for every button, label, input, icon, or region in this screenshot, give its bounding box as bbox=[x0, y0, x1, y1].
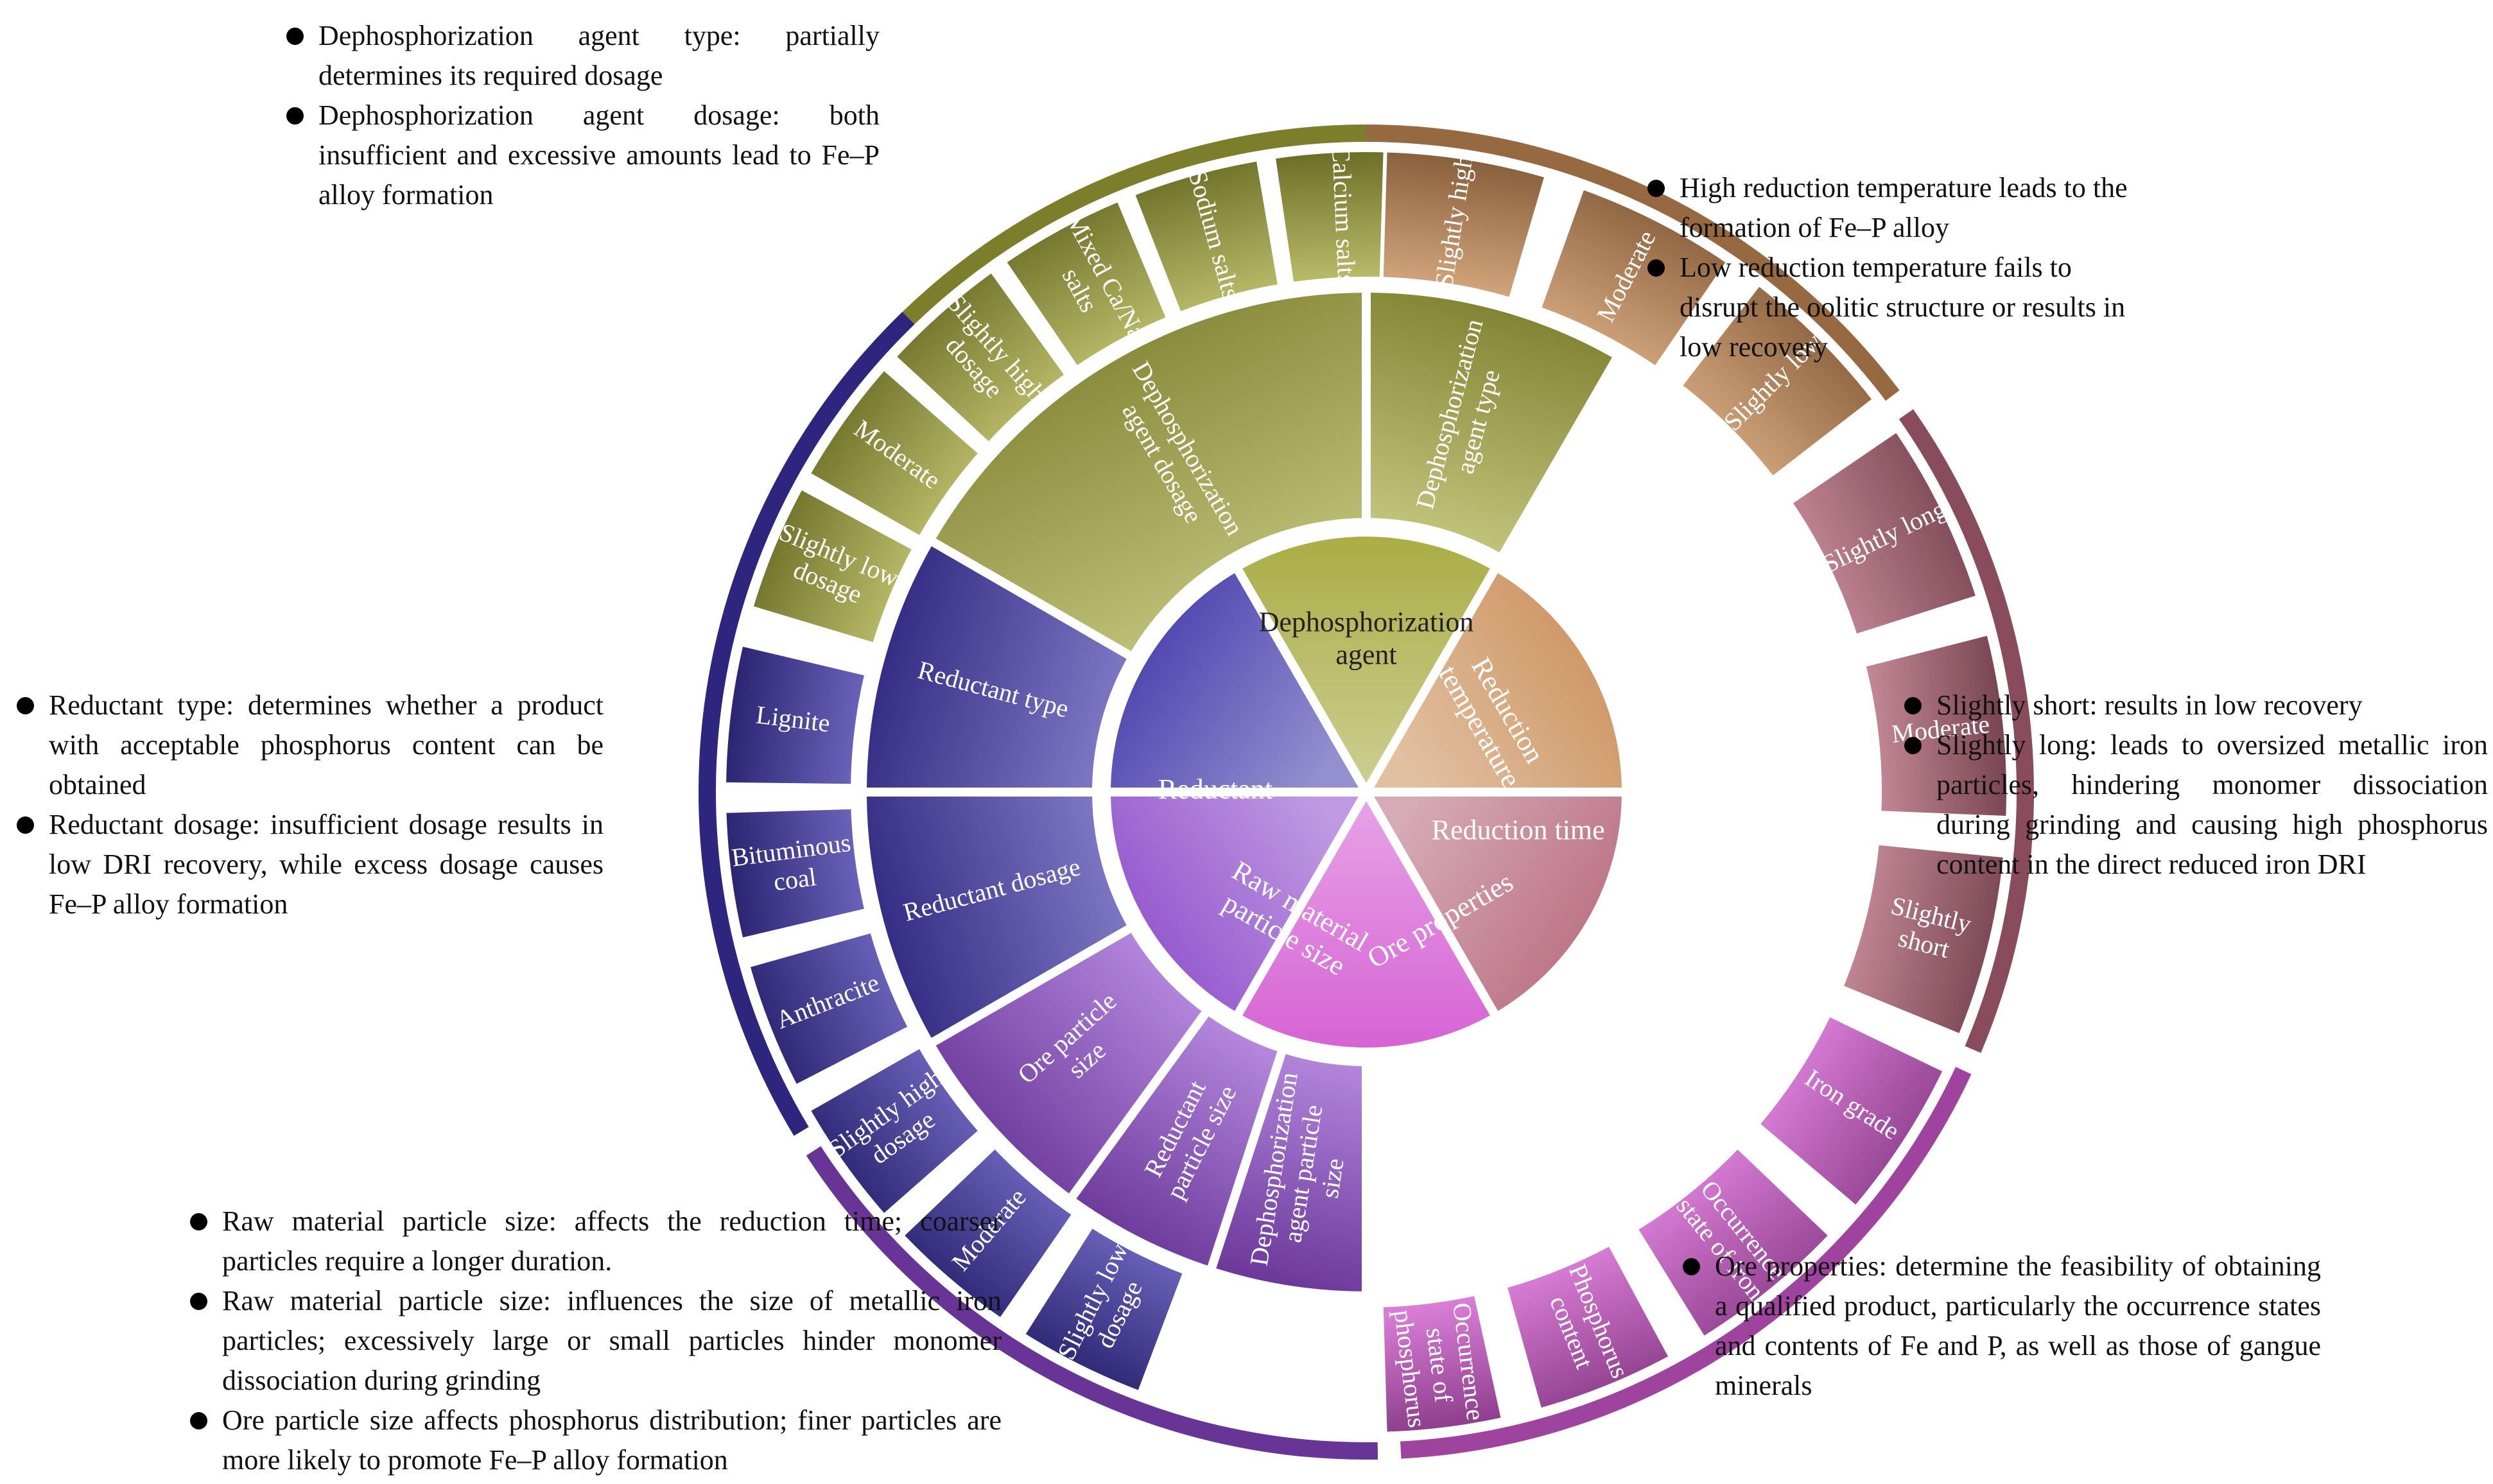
note-dephosphorization: Dephosphorization agent type: partially … bbox=[282, 16, 880, 215]
outer-arc-band bbox=[806, 1146, 1378, 1460]
note-item: Dephosphorization agent dosage: both ins… bbox=[282, 96, 880, 215]
hub-label: Reductant bbox=[1158, 773, 1273, 805]
hub-ring bbox=[1101, 528, 1631, 1057]
outer-segment bbox=[1379, 148, 1549, 302]
hub-label: Reduction time bbox=[1432, 815, 1605, 846]
middle-ring bbox=[857, 283, 1625, 1301]
note-item: Reductant dosage: insufficient dosage re… bbox=[13, 805, 604, 924]
outer-label: Calcium salts bbox=[1326, 144, 1361, 284]
note-item: Ore properties: determine the feasibilit… bbox=[1679, 1247, 2321, 1406]
outer-segment bbox=[806, 365, 984, 540]
hub-segment bbox=[1101, 788, 1375, 1024]
note-item: Ore particle size affects phosphorus dis… bbox=[186, 1401, 1002, 1480]
outer-arc-band bbox=[788, 125, 1366, 467]
note-temperature: High reduction temperature leads to the … bbox=[1644, 168, 2132, 367]
outer-segment bbox=[722, 805, 869, 942]
outer-segment bbox=[899, 1144, 1077, 1323]
outer-segment bbox=[1130, 157, 1282, 316]
note-item: High reduction temperature leads to the … bbox=[1644, 168, 2132, 248]
note-item: Slightly long: leads to oversized metall… bbox=[1900, 725, 2488, 884]
outer-segment bbox=[1839, 841, 2008, 1039]
note-item: Reductant type: determines whether a pro… bbox=[13, 686, 604, 805]
outer-segment bbox=[1002, 197, 1171, 371]
hub-segment bbox=[1101, 560, 1375, 797]
outer-arc-band bbox=[1898, 409, 2034, 1053]
note-item: Low reduction temperature fails to disru… bbox=[1644, 248, 2132, 367]
note-item: Dephosphorization agent type: partially … bbox=[282, 16, 880, 96]
hub-segment bbox=[1229, 528, 1503, 801]
hub-segment bbox=[1358, 560, 1631, 797]
note-ore-properties: Ore properties: determine the feasibilit… bbox=[1679, 1247, 2321, 1406]
middle-segment bbox=[923, 283, 1371, 664]
outer-segment bbox=[1502, 1241, 1674, 1413]
outer-segment bbox=[1678, 281, 1877, 481]
note-time: Slightly short: results in low recovery … bbox=[1900, 686, 2488, 884]
middle-segment bbox=[857, 788, 1139, 1051]
outer-segment bbox=[749, 485, 917, 647]
outer-segment bbox=[722, 642, 869, 788]
middle-segment bbox=[857, 533, 1139, 797]
outer-segment bbox=[1379, 1291, 1506, 1436]
outer-segment bbox=[1755, 1012, 1948, 1211]
middle-segment bbox=[923, 920, 1214, 1206]
note-item: Raw material particle size: influences t… bbox=[186, 1281, 1002, 1401]
note-item: Slightly short: results in low recovery bbox=[1900, 686, 2488, 725]
outer-arc-bands bbox=[698, 125, 2034, 1460]
outer-segment bbox=[1787, 427, 1981, 639]
note-item: Raw material particle size: affects the … bbox=[186, 1202, 1002, 1281]
outer-ring bbox=[722, 148, 2010, 1436]
hub-segment bbox=[1229, 783, 1503, 1057]
note-particle-size: Raw material particle size: affects the … bbox=[186, 1202, 1002, 1480]
outer-segment bbox=[806, 1044, 984, 1219]
outer-segment bbox=[1536, 185, 1731, 371]
outer-segment bbox=[745, 928, 913, 1089]
note-reductant: Reductant type: determines whether a pro… bbox=[13, 686, 604, 924]
middle-segment bbox=[1362, 283, 1625, 565]
hub-segment bbox=[1358, 788, 1631, 1024]
middle-segment bbox=[1204, 1042, 1371, 1301]
outer-segment bbox=[1020, 1223, 1188, 1395]
outer-segment bbox=[1633, 1144, 1834, 1341]
outer-segment bbox=[1861, 631, 2010, 820]
outer-segment bbox=[891, 268, 1070, 447]
